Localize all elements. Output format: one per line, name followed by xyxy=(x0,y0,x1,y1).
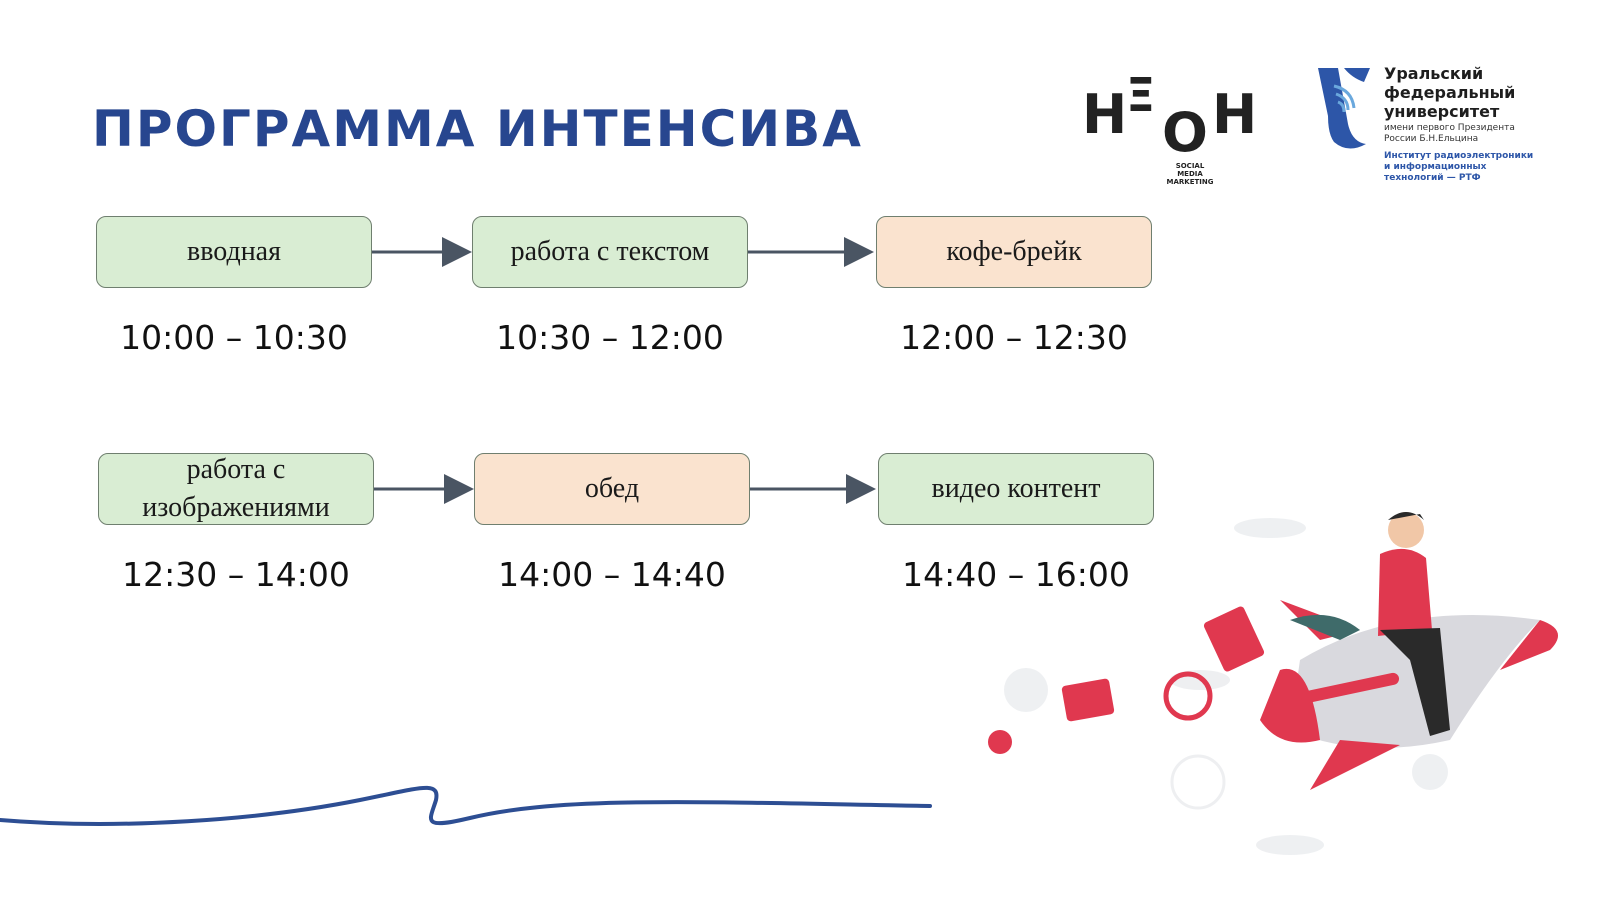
time-lunch: 14:00 – 14:40 xyxy=(498,555,726,594)
neon-letter-o: O xyxy=(1162,101,1208,164)
urfu-u-emblem-icon xyxy=(1318,68,1370,149)
time-intro: 10:00 – 10:30 xyxy=(120,318,348,357)
step-text-work: работа с текстом xyxy=(472,216,748,288)
time-video-content: 14:40 – 16:00 xyxy=(902,555,1130,594)
urfu-logo: Уральский федеральный университет имени … xyxy=(1314,64,1554,194)
step-lunch: обед xyxy=(474,453,750,525)
rocket-illustration xyxy=(988,512,1558,855)
page-title: ПРОГРАММА ИНТЕНСИВА xyxy=(92,100,863,158)
neon-letter-h1: H xyxy=(1082,83,1128,146)
time-image-work: 12:30 – 14:00 xyxy=(122,555,350,594)
neon-letter-h2: H xyxy=(1212,83,1258,146)
urfu-institute: Институт радиоэлектроники и информационн… xyxy=(1384,151,1534,183)
urfu-name: Уральский федеральный университет xyxy=(1384,64,1516,121)
step-video-content: видео контент xyxy=(878,453,1154,525)
neon-letter-e: Ξ xyxy=(1126,68,1156,122)
rocket xyxy=(1260,600,1558,790)
step-coffee-break: кофе-брейк xyxy=(876,216,1152,288)
time-text-work: 10:30 – 12:00 xyxy=(496,318,724,357)
rider xyxy=(1290,512,1450,736)
decorative-wave xyxy=(0,785,932,826)
neon-tagline: SOCIAL MEDIA MARKETING xyxy=(1166,162,1214,186)
urfu-subtitle: имени первого Президента России Б.Н.Ельц… xyxy=(1384,123,1515,144)
neon-logo: H Ξ O H SOCIAL MEDIA MARKETING xyxy=(1082,68,1276,190)
time-coffee-break: 12:00 – 12:30 xyxy=(900,318,1128,357)
step-intro: вводная xyxy=(96,216,372,288)
step-image-work: работа с изображениями xyxy=(98,453,374,525)
red-shapes xyxy=(988,606,1265,754)
